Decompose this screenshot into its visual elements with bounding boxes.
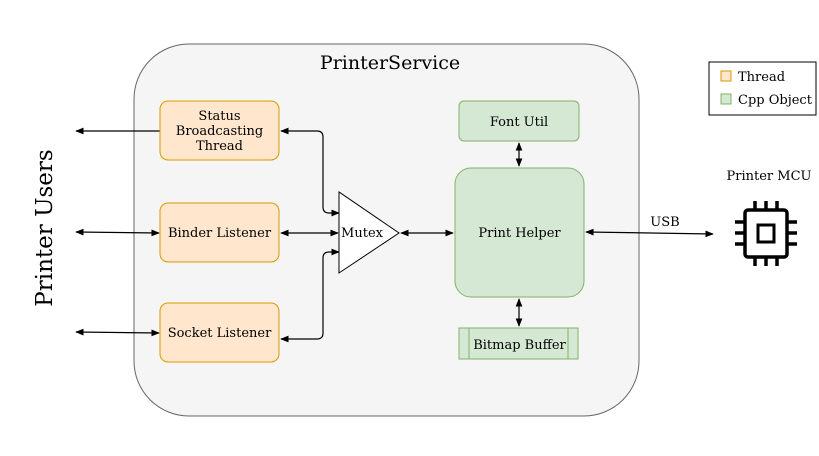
legend: Thread Cpp Object xyxy=(708,61,817,116)
binder-listener-box: Binder Listener xyxy=(159,202,280,263)
microchip-icon xyxy=(735,201,797,266)
printer-service-title: PrinterService xyxy=(320,52,460,74)
legend-cpp-object-swatch xyxy=(720,93,732,105)
print-helper-label: Print Helper xyxy=(478,226,561,241)
usb-label: USB xyxy=(650,215,679,230)
mutex-label: Mutex xyxy=(341,226,384,241)
printer-mcu-label: Printer MCU xyxy=(727,169,812,184)
mutex-node: Mutex xyxy=(338,191,400,274)
font-util-box: Font Util xyxy=(458,100,580,142)
status-thread-label-line1: Status xyxy=(198,109,240,124)
binder-listener-label: Binder Listener xyxy=(168,226,272,241)
arrow-socket-mutex xyxy=(280,248,340,343)
legend-thread-swatch xyxy=(720,70,732,82)
font-util-label: Font Util xyxy=(490,115,548,130)
status-thread-label-line2: Broadcasting xyxy=(176,124,263,139)
legend-thread-label: Thread xyxy=(738,70,785,85)
printer-users-label: Printer Users xyxy=(32,149,58,306)
status-broadcasting-thread-box: Status Broadcasting Thread xyxy=(159,100,280,161)
arrow-binder-users xyxy=(75,228,160,237)
arrow-status-mutex xyxy=(280,127,340,217)
socket-listener-box: Socket Listener xyxy=(159,302,280,363)
arrow-socket-users xyxy=(75,328,160,337)
bitmap-buffer-label: Bitmap Buffer xyxy=(473,338,566,353)
print-helper-box: Print Helper xyxy=(454,167,585,298)
status-thread-label-line3: Thread xyxy=(196,139,243,154)
legend-cpp-object-label: Cpp Object xyxy=(738,93,813,108)
bitmap-buffer-box: Bitmap Buffer xyxy=(458,327,579,360)
socket-listener-label: Socket Listener xyxy=(168,326,272,341)
arrow-print-helper-mcu xyxy=(585,228,714,238)
